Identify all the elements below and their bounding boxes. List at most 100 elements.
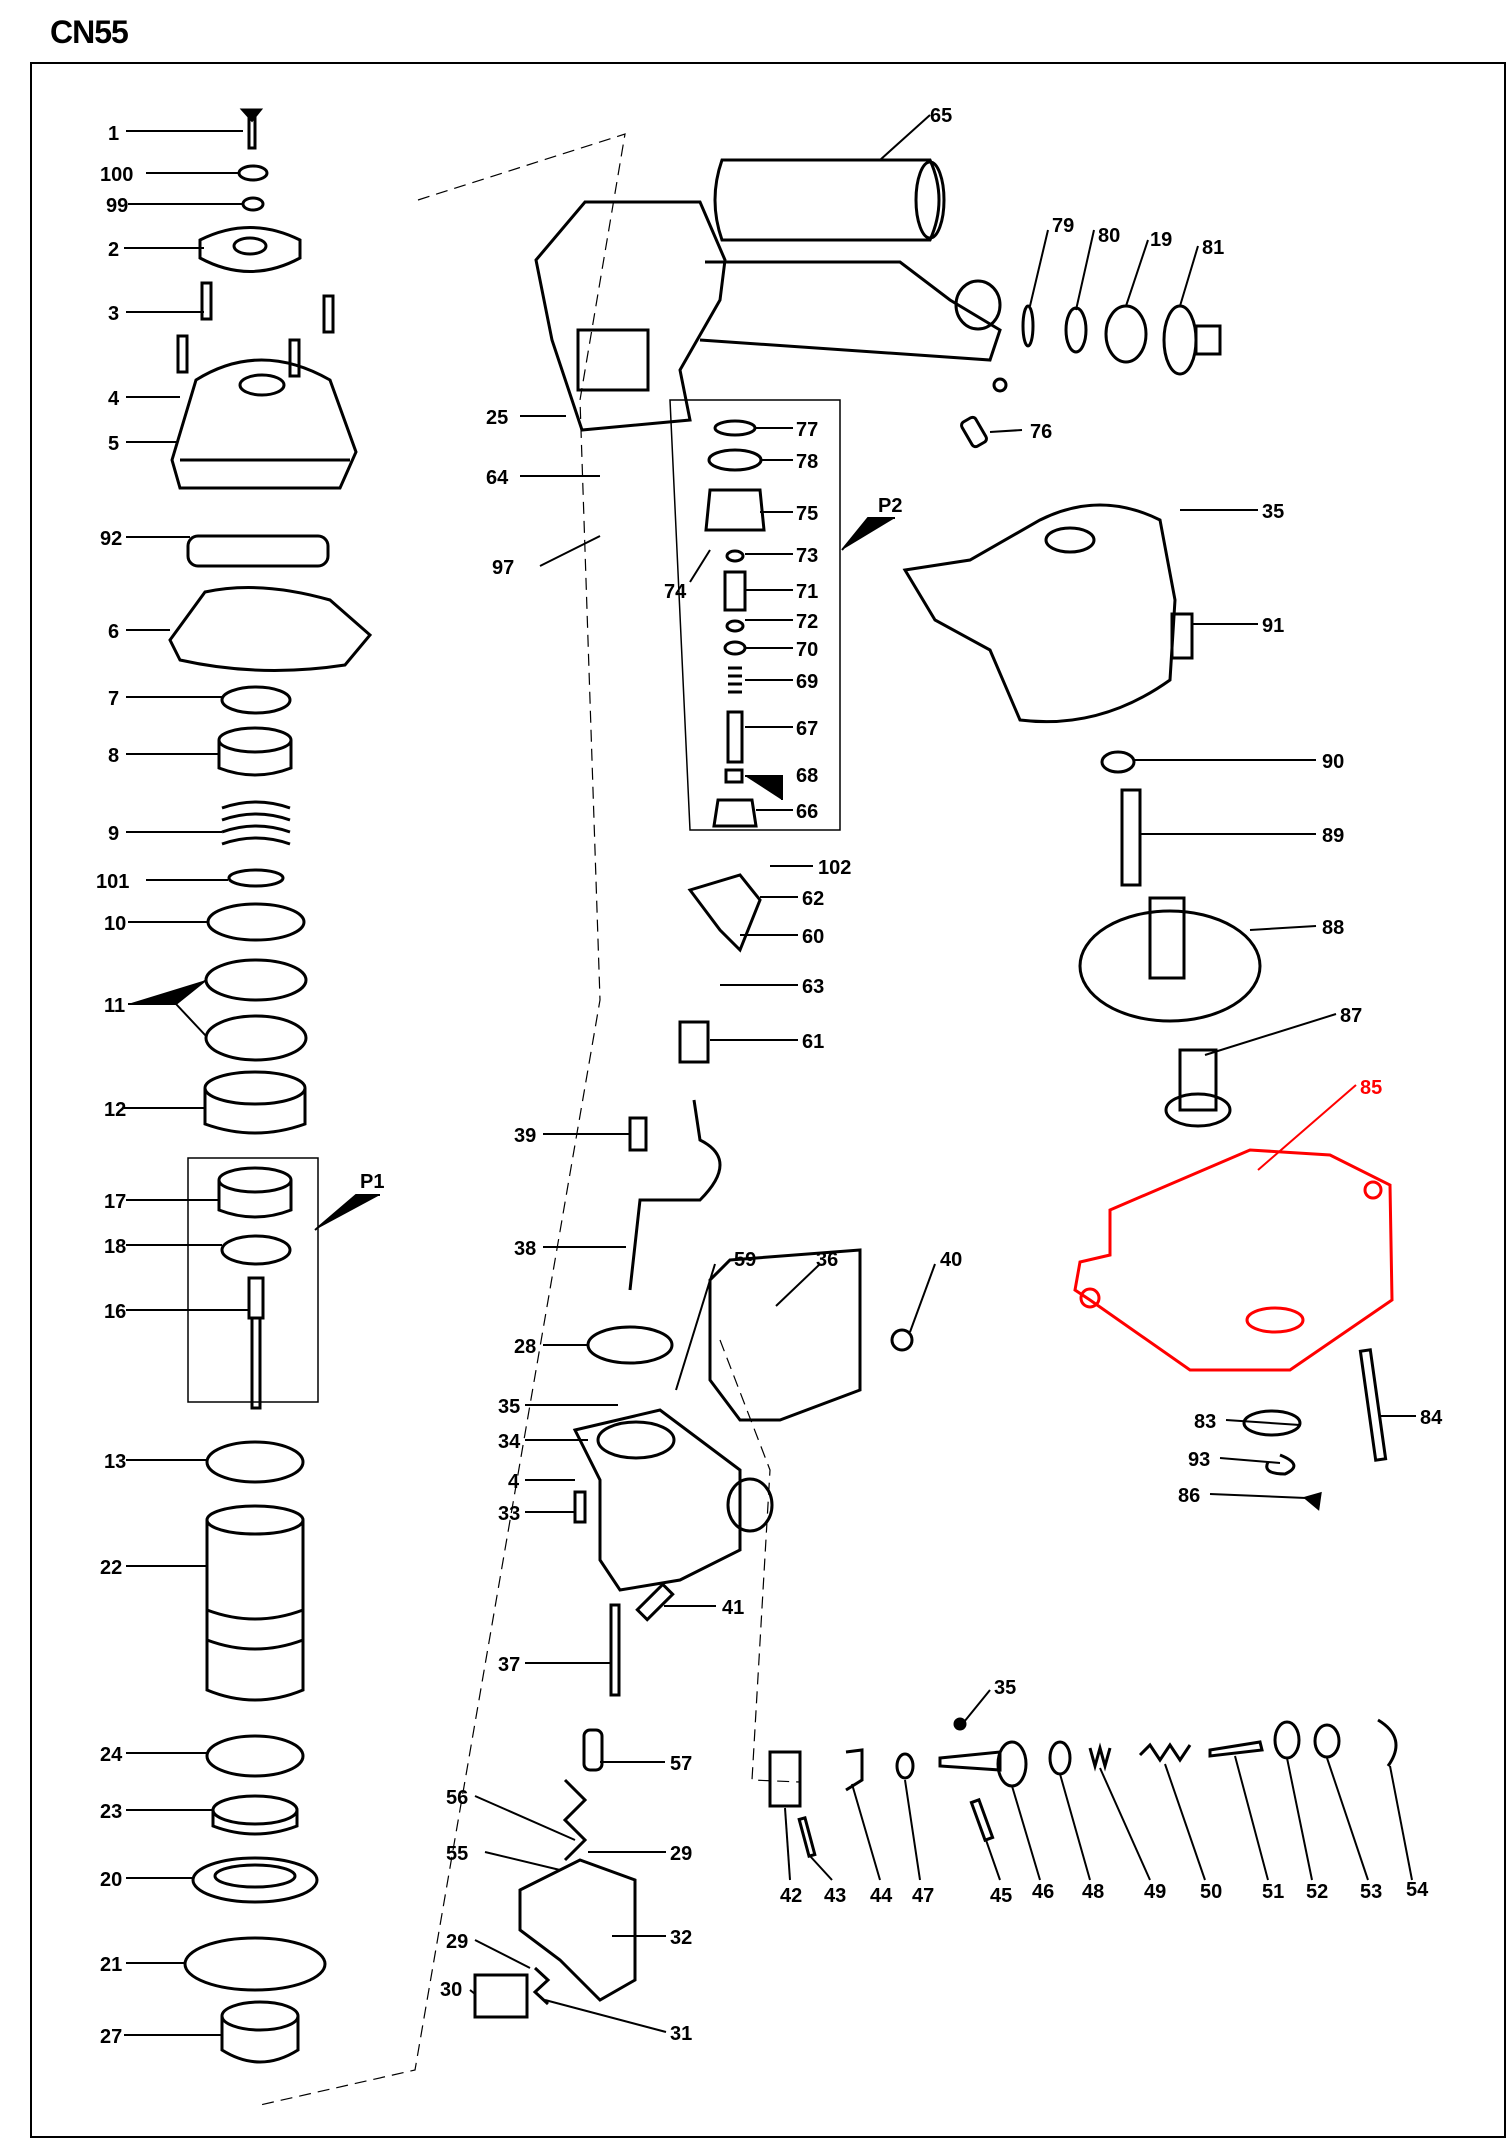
label-68: 68 — [796, 765, 818, 787]
label-29: 29 — [670, 1843, 692, 1865]
label-62: 62 — [802, 888, 824, 910]
part-6-gasket — [168, 586, 373, 672]
part-8-cap — [217, 726, 293, 777]
part-47-ring — [895, 1752, 915, 1780]
label-32: 32 — [670, 1927, 692, 1949]
label-18: 18 — [104, 1236, 126, 1258]
part-53-nut — [1313, 1723, 1341, 1759]
label-57: 57 — [670, 1753, 692, 1775]
part-52-washer — [1273, 1720, 1301, 1760]
label-63: 63 — [802, 976, 824, 998]
label-70: 70 — [796, 639, 818, 661]
part-51-pin — [1208, 1740, 1264, 1758]
part-93-clip — [1265, 1453, 1296, 1476]
part-12-bumper — [203, 1070, 307, 1135]
part-79-clip — [1021, 304, 1035, 348]
part-65-grip — [713, 158, 946, 242]
label-101: 101 — [96, 871, 129, 893]
part-1-screw — [239, 108, 264, 150]
part-76-pin — [960, 415, 988, 449]
label-81: 81 — [1202, 237, 1224, 259]
part-30-block — [473, 1973, 529, 2019]
label-34: 34 — [498, 1431, 521, 1453]
label-44: 44 — [870, 1885, 893, 1907]
label-92: 92 — [100, 528, 122, 550]
label-19: 19 — [1150, 229, 1172, 251]
label-3: 3 — [108, 303, 119, 325]
label-27: 27 — [100, 2026, 122, 2048]
part-99-washer — [241, 196, 265, 212]
label-84: 84 — [1420, 1407, 1443, 1429]
label-49: 49 — [1144, 1881, 1166, 1903]
label-99: 99 — [106, 195, 128, 217]
label-4: 4 — [108, 388, 120, 410]
part-17-piston — [217, 1166, 293, 1219]
label-13: 13 — [104, 1451, 126, 1473]
label-97: 97 — [492, 557, 514, 579]
part-3-bolts — [176, 281, 335, 378]
label-42: 42 — [780, 1885, 802, 1907]
label-45: 45 — [990, 1885, 1012, 1907]
part-89-spring — [1120, 788, 1142, 887]
label-87: 87 — [1340, 1005, 1362, 1027]
diagram-frame — [30, 62, 1506, 2138]
label-73: 73 — [796, 545, 818, 567]
part-23-ring — [211, 1794, 299, 1836]
label-76: 76 — [1030, 421, 1052, 443]
label-47: 47 — [912, 1885, 934, 1907]
label-p1: P1 — [360, 1171, 384, 1193]
part-83-washer — [1242, 1409, 1302, 1437]
part-45-pin — [969, 1797, 995, 1843]
part-56-spring — [562, 1778, 588, 1862]
part-32-latch — [518, 1858, 637, 2002]
label-28: 28 — [514, 1336, 536, 1358]
label-90: 90 — [1322, 751, 1344, 773]
part-labels: 1 100 99 2 3 4 5 92 6 7 8 9 101 10 11 12… — [96, 105, 1443, 2048]
label-64: 64 — [486, 467, 509, 489]
label-100: 100 — [100, 164, 133, 186]
label-75: 75 — [796, 503, 818, 525]
part-84-rod — [1358, 1348, 1388, 1462]
part-62-trigger-lever — [687, 873, 762, 953]
part-27-seal — [220, 2000, 300, 2064]
label-56: 56 — [446, 1787, 468, 1809]
part-21-o-ring — [183, 1936, 327, 1992]
part-36-guide — [708, 1248, 862, 1422]
label-21: 21 — [100, 1954, 122, 1976]
label-1: 1 — [108, 123, 119, 145]
part-57-link — [582, 1728, 604, 1772]
label-37: 37 — [498, 1654, 520, 1676]
label-43: 43 — [824, 1885, 846, 1907]
part-10-o-ring — [206, 902, 306, 942]
label-9: 9 — [108, 823, 119, 845]
part-101-ring — [227, 868, 285, 888]
label-59: 59 — [734, 1249, 756, 1271]
label-102: 102 — [818, 857, 851, 879]
part-91-cover — [902, 503, 1194, 724]
label-35: 35 — [498, 1396, 520, 1418]
part-18-o-ring — [220, 1234, 292, 1266]
part-37-pin — [609, 1603, 621, 1697]
label-91: 91 — [1262, 615, 1284, 637]
part-22-cylinder — [205, 1504, 305, 1702]
label-6: 6 — [108, 621, 119, 643]
label-8: 8 — [108, 745, 119, 767]
label-50: 50 — [1200, 1881, 1222, 1903]
label-5: 5 — [108, 433, 119, 455]
part-13-ring — [205, 1440, 305, 1484]
part-9-spring — [221, 800, 291, 846]
part-31-spring — [532, 1966, 551, 2006]
label-77: 77 — [796, 419, 818, 441]
part-20-bumper — [191, 1856, 319, 1904]
label-10: 10 — [104, 913, 126, 935]
label-24: 24 — [100, 1744, 123, 1766]
label-51: 51 — [1262, 1881, 1284, 1903]
part-87-post — [1164, 1048, 1232, 1128]
label-41: 41 — [722, 1597, 744, 1619]
part-24-o-ring — [205, 1734, 305, 1778]
leader-lines — [124, 114, 1416, 2036]
label-23: 23 — [100, 1801, 122, 1823]
part-50-spring — [1138, 1742, 1192, 1763]
label-67: 67 — [796, 718, 818, 740]
